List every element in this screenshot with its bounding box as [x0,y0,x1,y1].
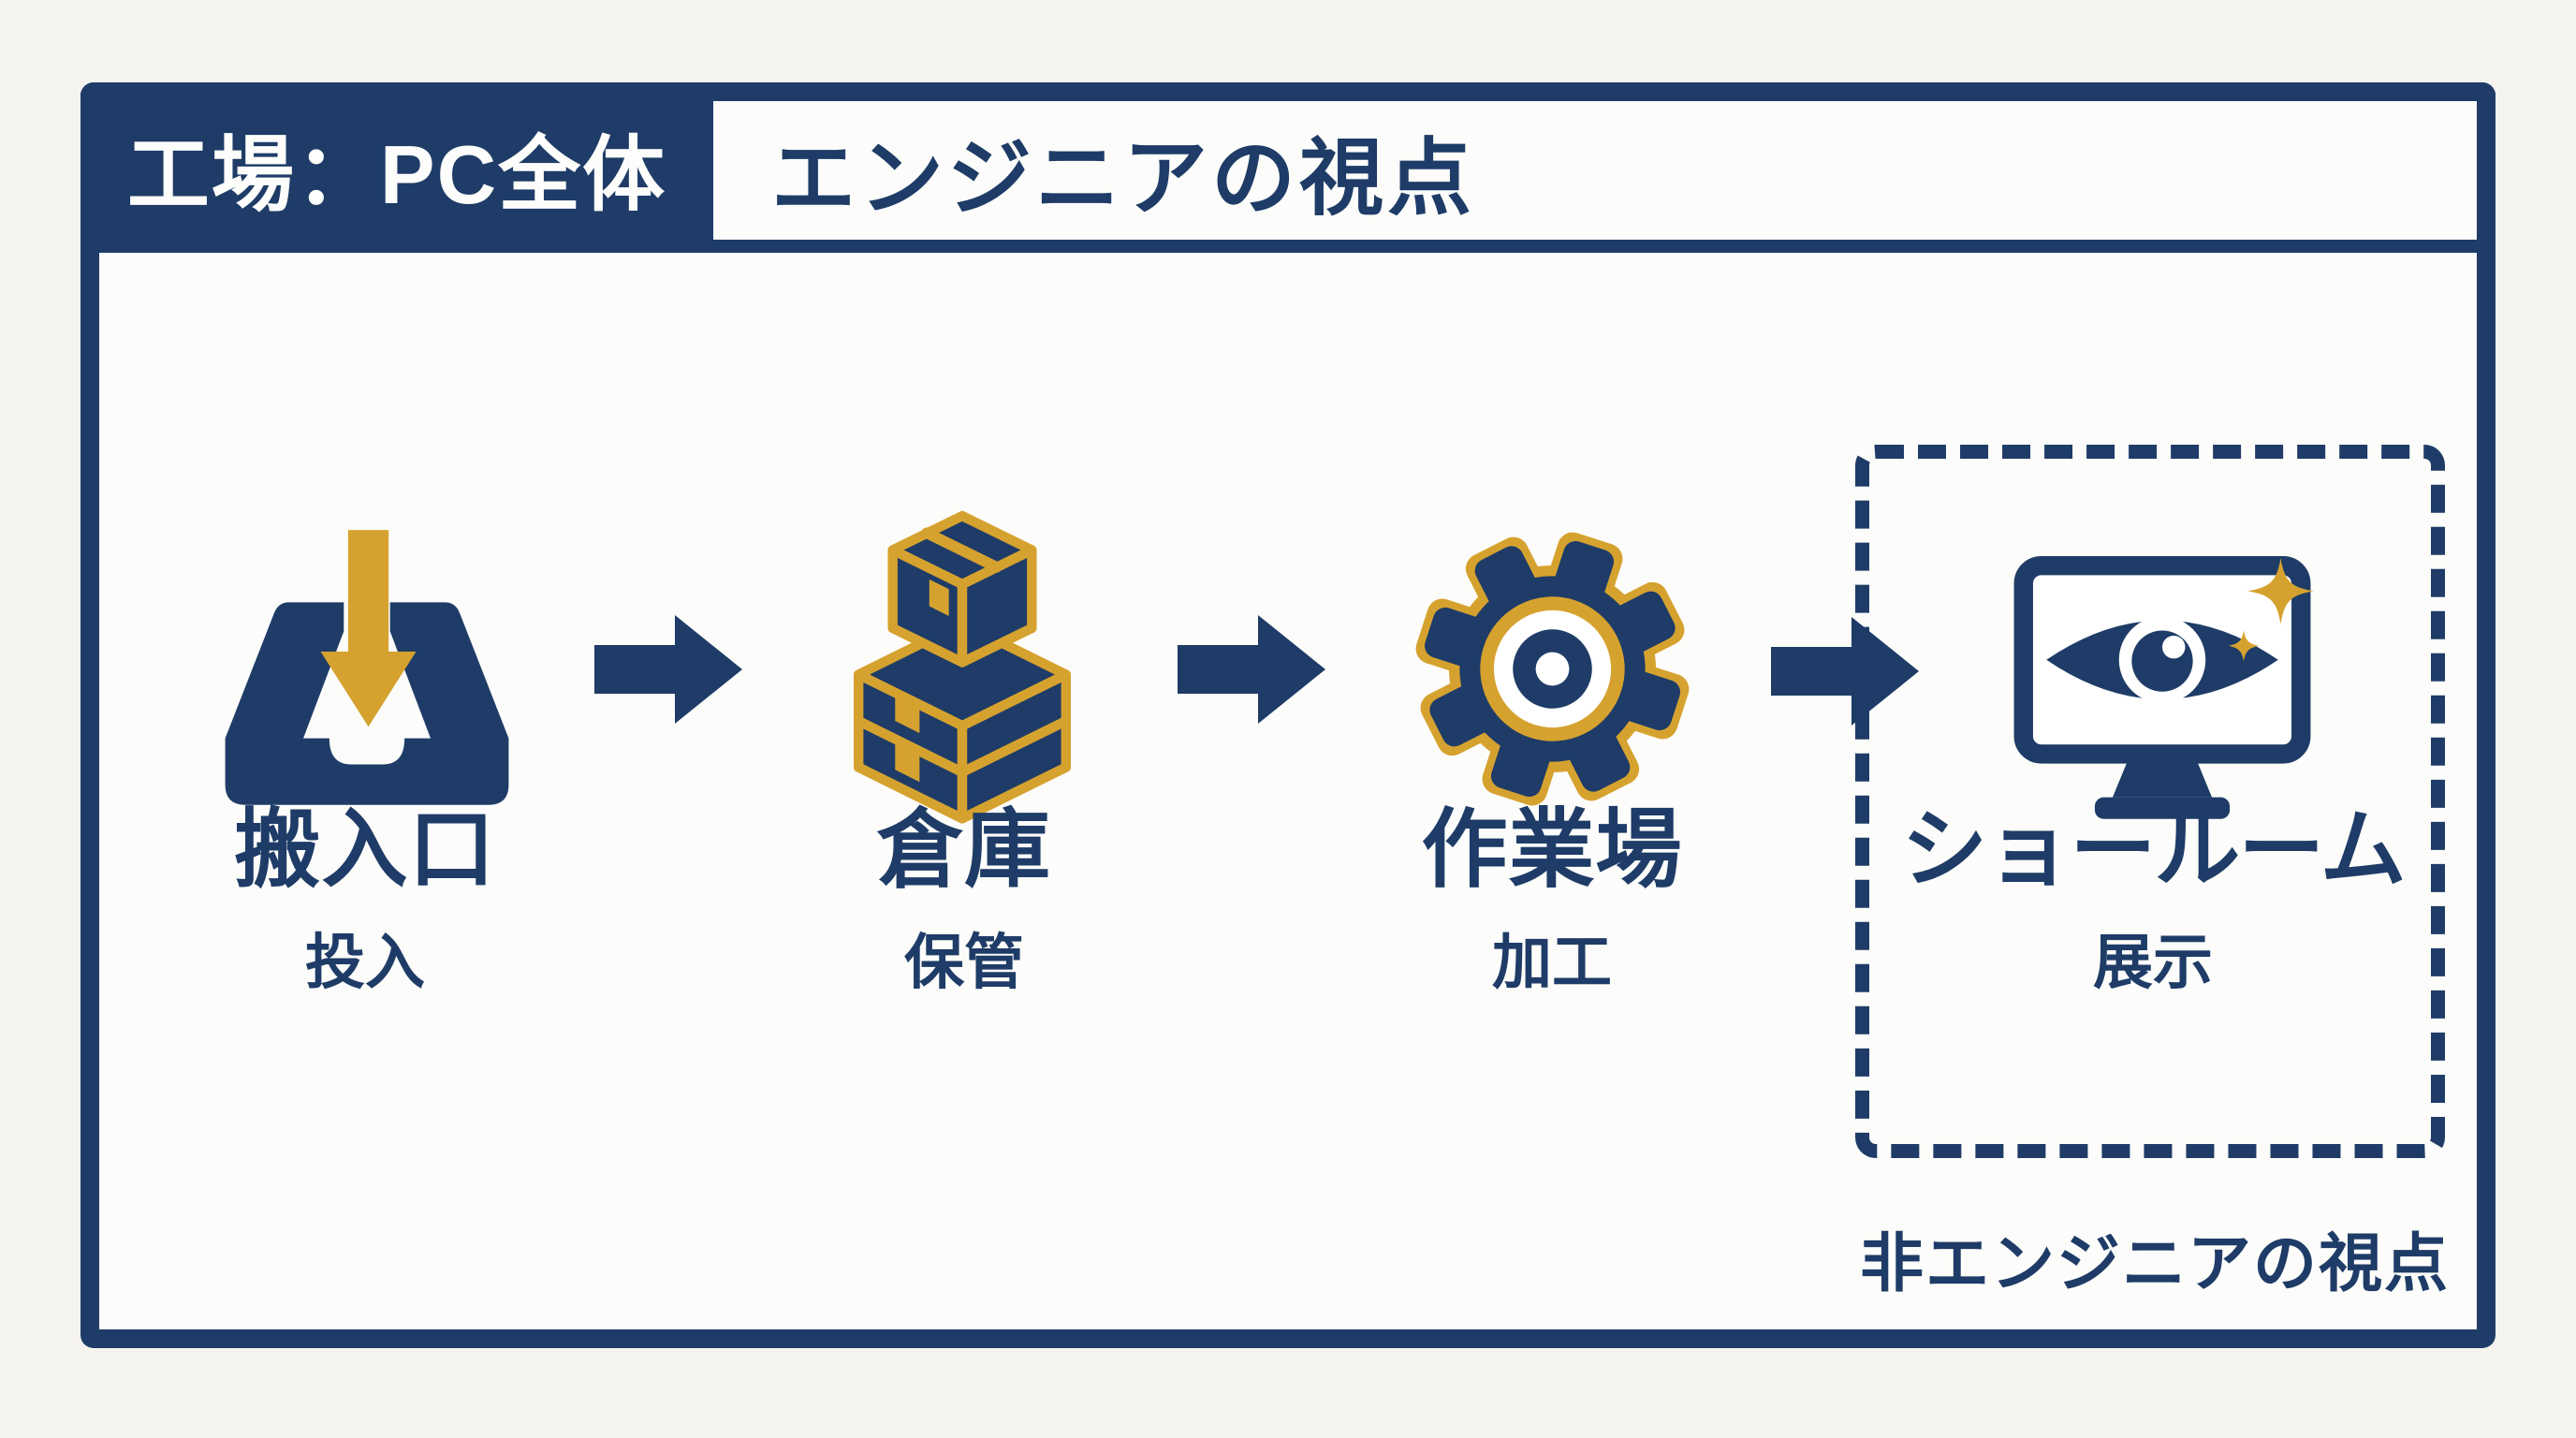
monitor-eye-sparkle-icon [2003,548,2321,841]
station-subtitle: 展示 [2093,928,2213,996]
station-label-warehouse: 倉庫 保管 [665,805,1264,1001]
factory-title-label: 工場：PC全体 [126,127,667,221]
engineer-perspective-label: エンジニアの視点 [771,132,1475,226]
factory-title-tab: 工場：PC全体 [80,82,713,253]
header-bar: 工場：PC全体 エンジニアの視点 [80,82,2496,253]
non-engineer-caption: 非エンジニアの視点 [1859,1228,2450,1299]
gear-icon [1400,517,1705,821]
station-subtitle: 投入 [305,928,425,996]
station-subtitle: 保管 [904,928,1024,996]
engineer-perspective-box: エンジニアの視点 [713,82,2496,253]
station-title: 倉庫 [876,802,1051,898]
station-label-showroom: ショールーム 展示 [1853,805,2452,1001]
station-subtitle: 加工 [1492,928,1612,996]
station-title: ショールーム [1901,802,2406,898]
station-label-workshop: 作業場 加工 [1252,805,1852,1001]
stacked-boxes-icon [822,504,1103,833]
station-title: 作業場 [1421,802,1683,898]
inbox-arrow-down-icon [208,524,526,814]
station-title: 搬入口 [234,802,496,898]
station-label-inlet: 搬入口 投入 [66,805,665,1001]
flow-arrow-icon [1771,615,1921,727]
flow-arrow-icon [1178,613,1327,726]
outer-frame: 工場：PC全体 エンジニアの視点 搬入口 投入 [80,82,2496,1348]
flow-arrow-icon [594,613,744,726]
